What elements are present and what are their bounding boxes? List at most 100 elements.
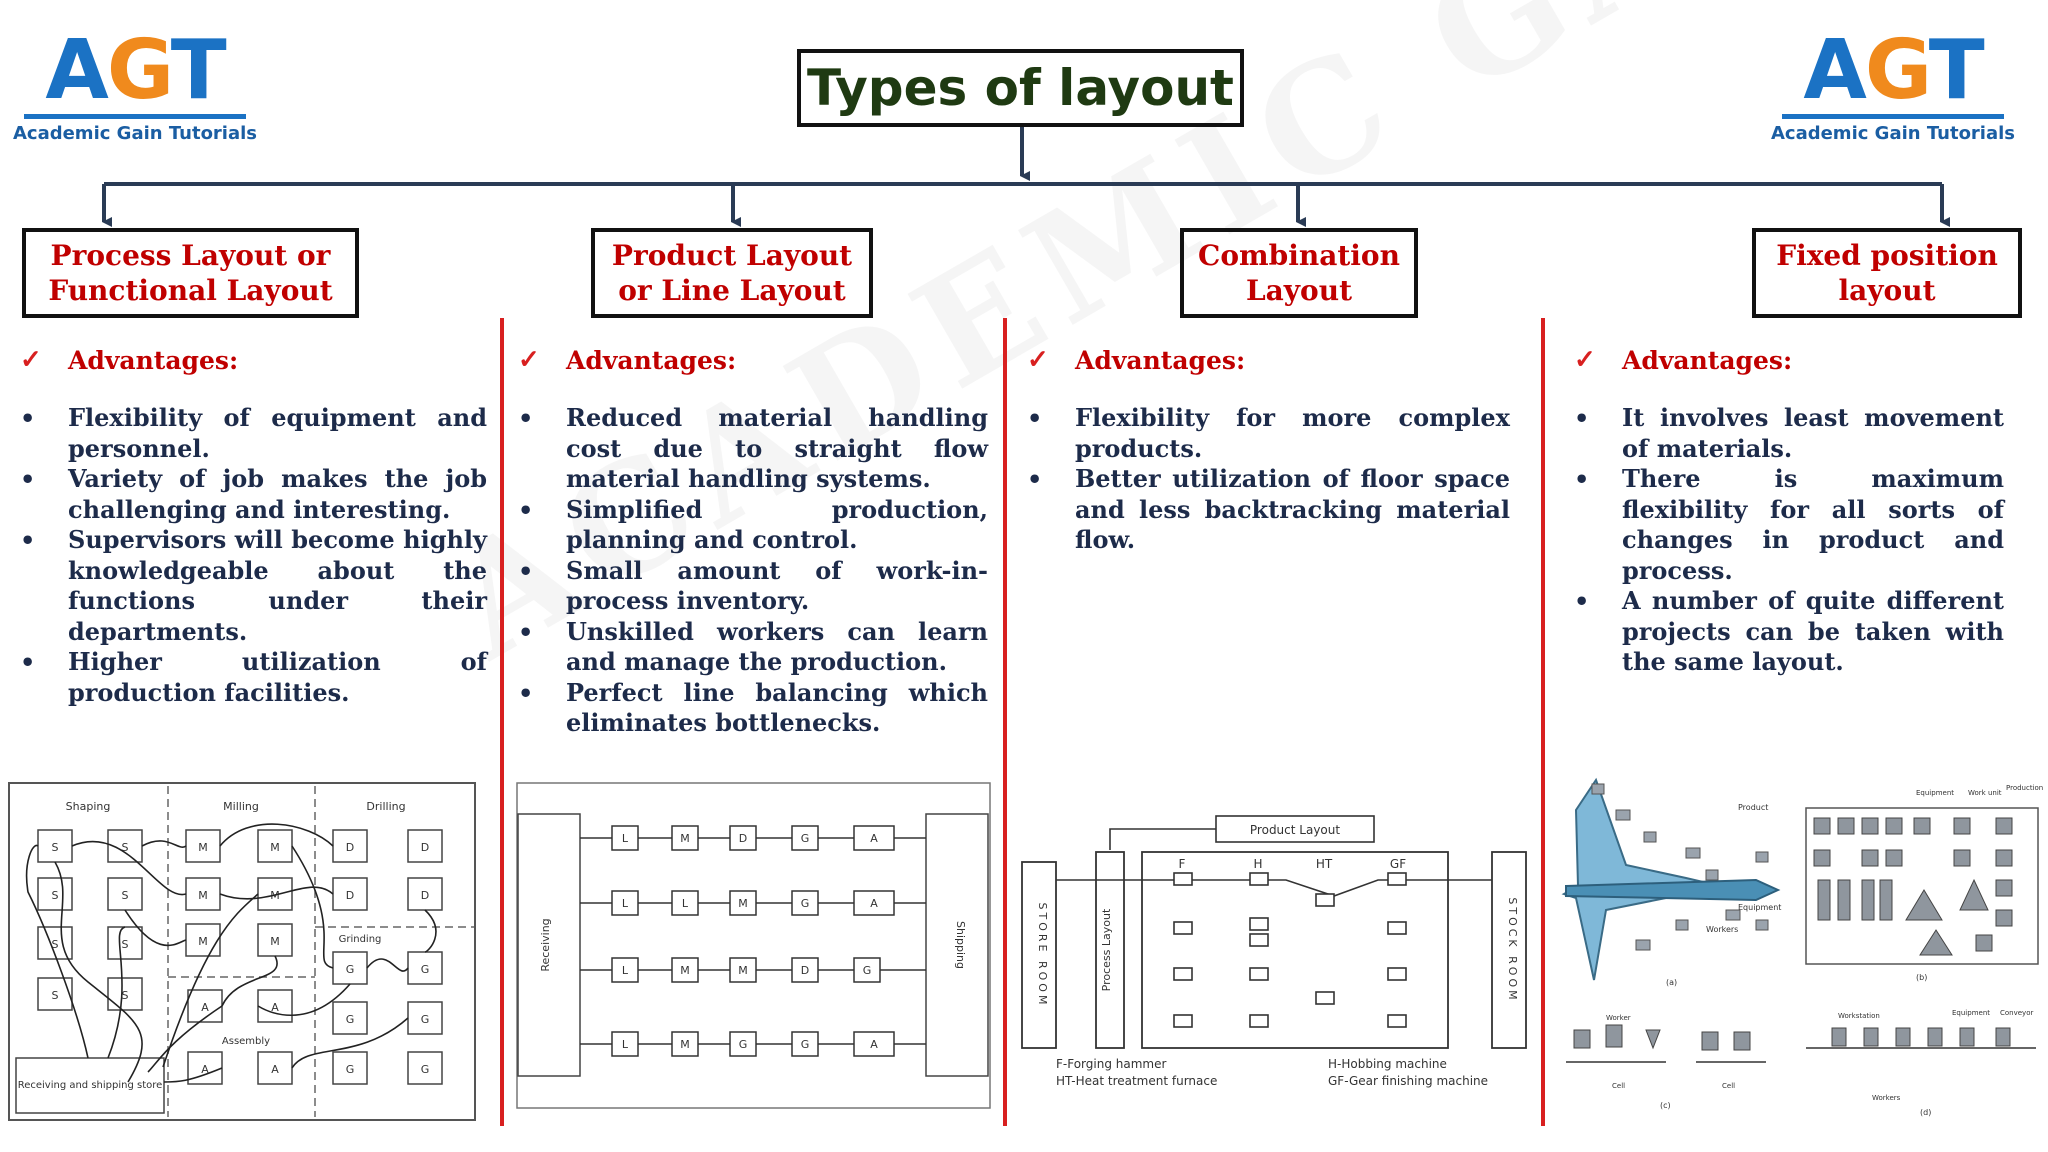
column-label: GF [1390,857,1406,871]
machine-label: A [201,1001,209,1014]
list-item-text: It involves least movement of materials. [1622,403,2004,463]
bullet-icon: • [518,404,534,433]
combination-advantages: ✓Advantages: •Flexibility for more compl… [1027,345,1510,556]
logo-letter-t: T [170,23,227,118]
machine-label: D [346,889,354,902]
machine-label: M [198,889,208,902]
advantages-heading: ✓Advantages: [518,345,988,375]
check-icon: ✓ [1574,345,1596,375]
check-icon: ✓ [518,345,540,375]
page-title: Types of layout [797,49,1244,127]
machine-label: G [346,1063,355,1076]
agt-logo-left: AGT Academic Gain Tutorials [10,30,260,145]
station-label: G [801,832,810,845]
panel-label-c: (c) [1660,1101,1671,1110]
list-item: • There is maximum flexibility for all so… [1574,464,2004,586]
bullet-icon: • [518,617,534,647]
machine-label: M [198,841,208,854]
bullet-icon: • [20,648,36,677]
machine-label: G [346,963,355,976]
conveyor-illustration: Workstation Equipment Conveyor Workers (… [1806,1009,2036,1117]
list-item: •Reduced material handling cost due to s… [518,403,988,495]
station-label: M [680,964,690,977]
bullet-icon: • [20,404,36,433]
advantages-list: •Reduced material handling cost due to s… [518,403,988,739]
section-label-drilling: Drilling [366,800,405,813]
list-item-text: Supervisors will become highly knowledge… [68,525,487,646]
legend-item: H-Hobbing machine [1328,1057,1447,1071]
bullet-icon: • [20,526,36,555]
diagram-label-product: Product [1738,803,1768,812]
aircraft-illustration [1561,777,1781,981]
connector-tree [102,127,1950,227]
diagram-label-workers: Workers [1872,1094,1901,1102]
list-item-text: There is maximum flexibility for all sor… [1622,464,2004,585]
product-layout-label: Product Layout [1250,823,1340,837]
column-divider [1003,318,1007,1126]
advantages-heading: ✓Advantages: [20,345,487,375]
column-label: F [1179,857,1186,871]
process-layout-diagram: Shaping Milling Drilling Grinding Assemb… [8,782,476,1122]
fixed-position-advantages: ✓Advantages: •It involves least movement… [1574,345,2004,678]
machine-label: G [346,1013,355,1026]
diagram-label-production-machines: Production machines [2006,784,2044,792]
bullet-icon: • [1574,465,1590,494]
station-label: M [738,897,748,910]
list-item-text: A number of quite different projects can… [1622,586,2004,676]
diagram-label-cell: Cell [1722,1082,1735,1090]
machine-label: D [421,841,429,854]
category-title-line: Layout [1245,274,1353,307]
station-label: G [801,1038,810,1051]
machine-label: G [421,1013,430,1026]
logo-mark: AGT [1768,30,2018,112]
section-label-shaping: Shaping [66,800,111,813]
machine-label: M [270,841,280,854]
cellular-layout-illustration: Equipment Work unit Production machines … [1805,784,2044,982]
store-room-label: STORE ROOM [1036,903,1049,1008]
panel-label-b: (b) [1916,973,1927,982]
machine-label: S [52,841,59,854]
logo-letter-a: A [1803,23,1866,118]
logo-subtitle: Academic Gain Tutorials [1770,123,2016,144]
list-item: •Flexibility for more complex products. [1027,403,1510,464]
station-label: L [622,1038,629,1051]
machine-label: D [421,889,429,902]
receiving-label: Receiving [539,918,552,971]
diagram-label-equipment: Equipment [1952,1009,1990,1017]
station-label: L [622,832,629,845]
machine-label: S [52,989,59,1002]
column-label: HT [1316,857,1333,871]
diagram-label-equipment: Equipment [1738,903,1781,912]
logo-letter-t: T [1928,23,1985,118]
machine-label: D [346,841,354,854]
station-label: A [870,832,878,845]
station-label: G [863,964,872,977]
list-item: •It involves least movement of materials… [1574,403,2004,464]
legend-item: F-Forging hammer [1056,1057,1166,1071]
advantages-list: •Flexibility for more complex products. … [1027,403,1510,556]
bullet-icon: • [518,495,534,525]
check-icon: ✓ [20,345,42,375]
station-label: M [680,1038,690,1051]
logo-letter-a: A [45,23,108,118]
list-item: •Higher utilization of production facili… [20,647,487,708]
list-item-text: Flexibility of equipment and personnel. [68,403,487,463]
diagram-label-equipment: Equipment [1916,789,1954,797]
machine-label: S [122,938,129,951]
list-item: •Small amount of work-in-process invento… [518,556,988,617]
store-label: Receiving and shipping store [18,1080,163,1091]
station-label: G [739,1038,748,1051]
bullet-icon: • [20,465,36,494]
legend-item: GF-Gear finishing machine [1328,1074,1488,1088]
machine-label: S [122,889,129,902]
advantages-heading: ✓Advantages: [1027,345,1510,375]
list-item-text: Unskilled workers can learn and manage t… [566,616,988,677]
category-title-line: Functional Layout [48,274,333,307]
machine-label: M [270,935,280,948]
station-label: L [682,897,689,910]
list-item: • Unskilled workers can learn and manage … [518,617,988,678]
list-item-text: Better utilization of floor space and le… [1075,464,1510,554]
list-item-text: Small amount of work-in-process inventor… [566,555,988,616]
list-item: •Simplified production, planning and con… [518,495,988,556]
